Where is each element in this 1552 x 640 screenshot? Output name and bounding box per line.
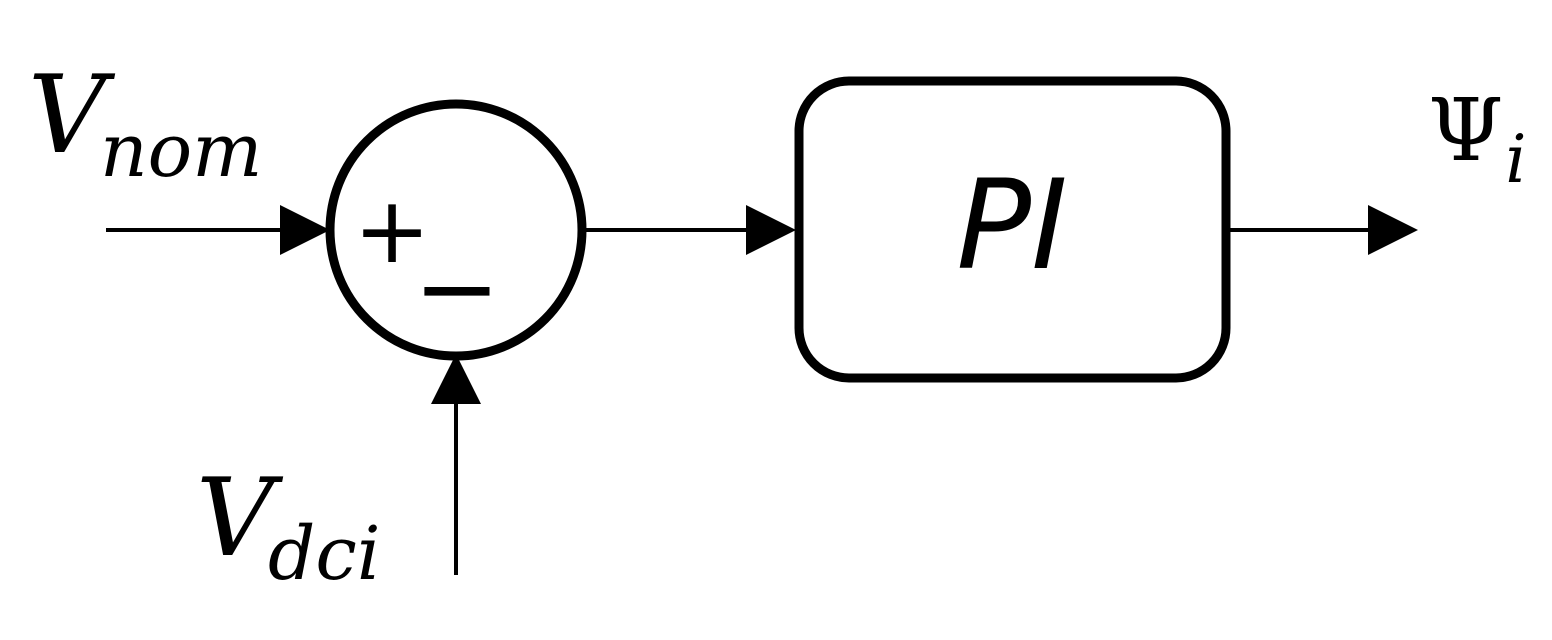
reference-input-main: V (28, 53, 116, 178)
output-subscript: i (1505, 121, 1526, 198)
summing-junction-minus-sign: − (413, 227, 500, 349)
feedback-signal-arrowhead (431, 354, 481, 404)
feedback-input-main: V (196, 456, 284, 581)
feedback-input-label: Vdci (196, 456, 380, 597)
reference-input-subscript: nom (100, 108, 262, 194)
summing-junction-plus-sign: + (353, 177, 430, 284)
reference-input-label: Vnom (28, 53, 262, 194)
pi-controller-block: PI (794, 76, 1231, 383)
reference-signal-arrowhead (280, 205, 330, 255)
svg-text:Ψi: Ψi (1428, 81, 1527, 198)
summing-junction: + − (325, 99, 587, 361)
error-signal-arrowhead (746, 205, 796, 255)
output-signal-arrowhead (1368, 205, 1418, 255)
pi-controller-box (794, 76, 1231, 383)
feedback-input-subscript: dci (268, 511, 380, 597)
svg-text:Vnom: Vnom (28, 53, 262, 194)
pi-controller-label: PI (956, 154, 1067, 298)
output-main: Ψ (1428, 81, 1503, 181)
output-label: Ψi (1428, 81, 1527, 198)
svg-text:Vdci: Vdci (196, 456, 380, 597)
